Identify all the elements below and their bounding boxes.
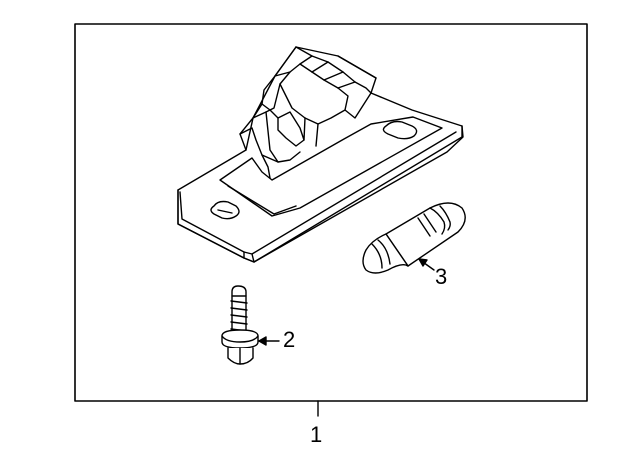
mounting-bolt <box>221 285 259 365</box>
callout-label-1: 1 <box>310 422 323 447</box>
callout-label-3: 3 <box>435 264 448 289</box>
callout-3-arrowhead <box>418 258 428 267</box>
housing-plate-edge <box>177 125 463 263</box>
housing-connector-block <box>239 46 377 179</box>
callout-label-2: 2 <box>283 327 296 352</box>
bolt-shank <box>231 285 247 339</box>
callout-2-arrowhead <box>258 336 267 346</box>
lamp-housing <box>177 46 464 263</box>
wedge-bulb <box>362 202 466 274</box>
mounting-slot-right <box>382 120 418 140</box>
mounting-slot-left <box>210 200 240 220</box>
